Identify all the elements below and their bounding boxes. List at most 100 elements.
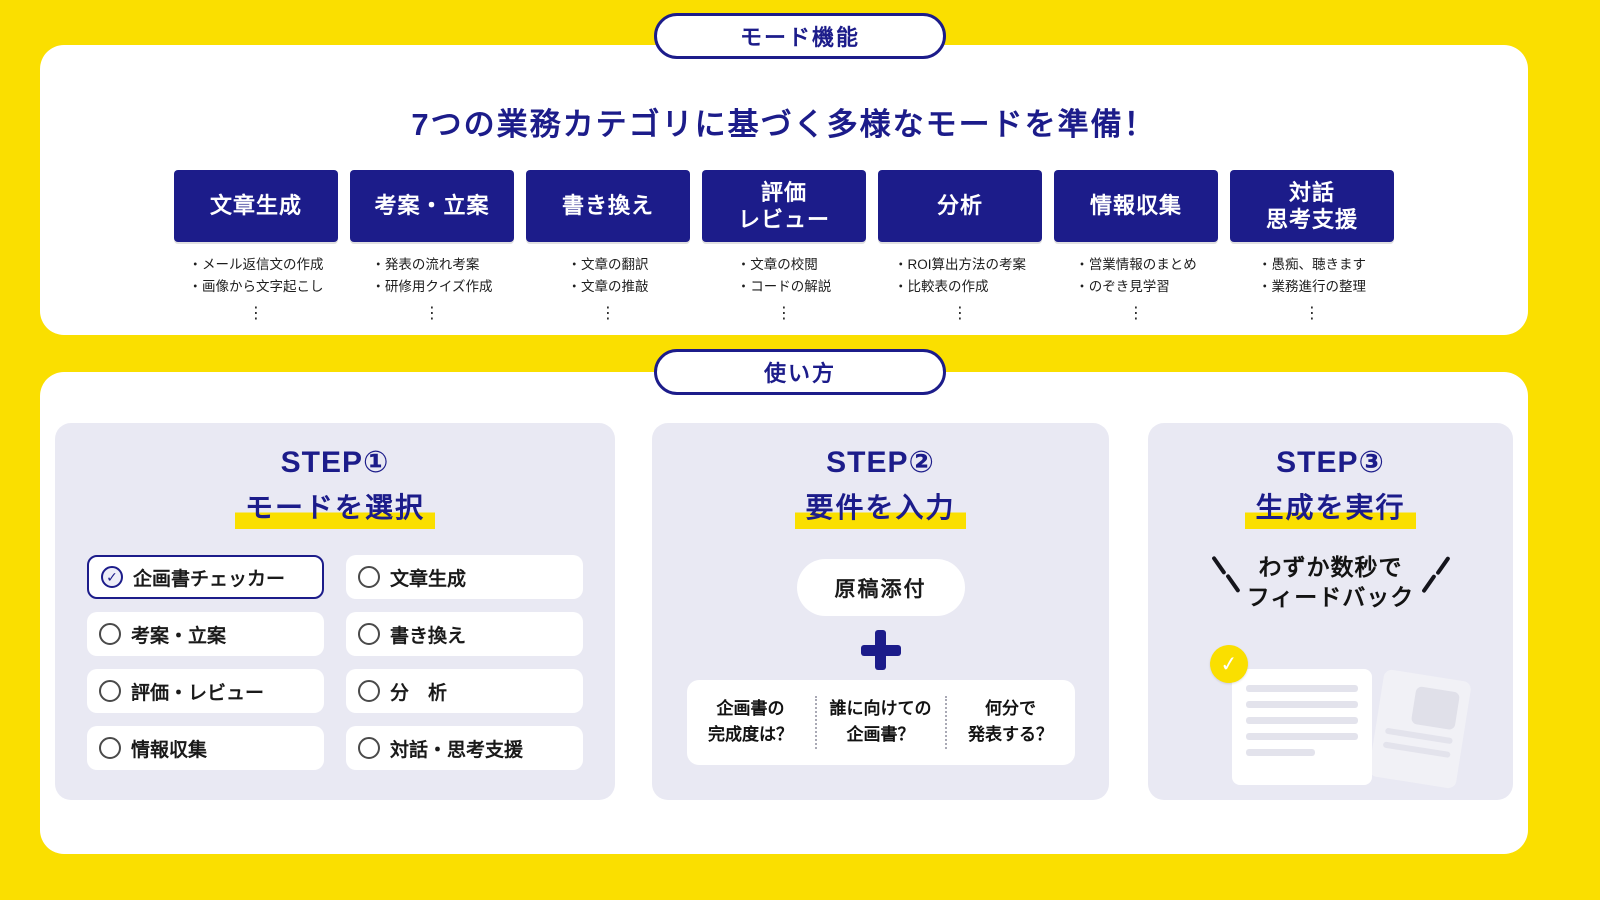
mode-examples: ・メール返信文の作成 ・画像から文字起こし xyxy=(189,254,324,299)
speed-callout-line2: フィードバック xyxy=(1246,583,1415,610)
mode-example-item: ・比較表の作成 xyxy=(893,279,989,295)
mode-column-research: 情報収集 ・営業情報のまとめ ・のぞき見学習 ⋮ xyxy=(1054,170,1218,323)
mode-option-label: 企画書チェッカー xyxy=(133,568,286,590)
document-text-line xyxy=(1246,732,1358,740)
mode-buttons-row: 文章生成 ・メール返信文の作成 ・画像から文字起こし ⋮ 考案・立案 ・発表の流… xyxy=(40,170,1528,323)
mode-column-text-generation: 文章生成 ・メール返信文の作成 ・画像から文字起こし ⋮ xyxy=(174,170,338,323)
mode-example-item: ・画像から文字起こし xyxy=(188,279,324,295)
document-text-line xyxy=(1246,748,1316,756)
speed-callout: わずか数秒で フィードバック xyxy=(1211,553,1450,613)
mode-option-label: 考案・立案 xyxy=(131,625,227,647)
mode-button-text-generation[interactable]: 文章生成 xyxy=(174,170,338,242)
emphasis-slash-icon xyxy=(1435,555,1450,576)
mode-option-research[interactable]: 情報収集 xyxy=(87,726,324,770)
mode-examples: ・愚痴、聴きます ・業務進行の整理 xyxy=(1258,254,1366,299)
document-text-line xyxy=(1246,684,1358,692)
mode-option-rewrite[interactable]: 書き換え xyxy=(346,612,583,656)
mode-example-item: ・愚痴、聴きます xyxy=(1258,257,1366,272)
mode-option-label: 分 析 xyxy=(390,682,448,704)
mode-button-review[interactable]: 評価 レビュー xyxy=(702,170,866,242)
mode-column-analysis: 分析 ・ROI算出方法の考案 ・比較表の作成 ⋮ xyxy=(878,170,1042,323)
document-text-line xyxy=(1384,727,1453,744)
mode-option-list: ✓ 企画書チェッカー 考案・立案 評価・レビュー 情報収集 xyxy=(55,555,615,770)
step3-subtitle-wrap: 生成を実行 xyxy=(1148,486,1513,529)
emphasis-slash-icon xyxy=(1211,555,1226,576)
mode-example-item: ・発表の流れ考案 xyxy=(371,257,480,272)
document-text-line xyxy=(1382,741,1451,758)
step2-card: STEP② 要件を入力 原稿添付 企画書の 完成度は？ 誰に向けての 企画書？ … xyxy=(652,423,1109,800)
mode-column-review: 評価 レビュー ・文章の校閲 ・コードの解説 ⋮ xyxy=(702,170,866,323)
document-image-placeholder xyxy=(1410,685,1461,731)
mode-option-proposal-checker[interactable]: ✓ 企画書チェッカー xyxy=(87,555,324,599)
mode-option-label: 文章生成 xyxy=(390,568,467,590)
mode-option-label: 書き換え xyxy=(390,625,467,647)
document-text-line xyxy=(1246,700,1358,708)
mode-button-dialogue[interactable]: 対話 思考支援 xyxy=(1230,170,1394,242)
step2-title: STEP② xyxy=(826,446,935,479)
mode-option-analysis[interactable]: 分 析 xyxy=(346,669,583,713)
step1-subtitle-wrap: モードを選択 xyxy=(55,486,615,529)
radio-unchecked-icon xyxy=(358,737,380,759)
mode-example-item: ・文章の翻訳 xyxy=(567,257,649,272)
step1-subtitle: モードを選択 xyxy=(234,486,435,529)
mode-option-text-generation[interactable]: 文章生成 xyxy=(346,555,583,599)
requirement-question: 誰に向けての 企画書？ xyxy=(814,696,945,749)
ellipsis-icon: ⋮ xyxy=(248,304,264,322)
mode-example-item: ・文章の推敲 xyxy=(567,279,649,295)
requirement-question: 何分で 発表する？ xyxy=(944,696,1075,749)
radio-unchecked-icon xyxy=(99,623,121,645)
radio-unchecked-icon xyxy=(99,737,121,759)
ellipsis-icon: ⋮ xyxy=(424,304,440,322)
mode-section: 7つの業務カテゴリに基づく多様なモードを準備！ 文章生成 ・メール返信文の作成 … xyxy=(40,45,1528,335)
mode-button-analysis[interactable]: 分析 xyxy=(878,170,1042,242)
mode-option-label: 情報収集 xyxy=(131,739,208,761)
requirements-box: 企画書の 完成度は？ 誰に向けての 企画書？ 何分で 発表する？ xyxy=(686,680,1075,765)
mode-examples: ・文章の校閲 ・コードの解説 xyxy=(737,254,832,299)
mode-example-item: ・文章の校閲 xyxy=(736,257,818,272)
mode-option-column-right: 文章生成 書き換え 分 析 対話・思考支援 xyxy=(346,555,583,770)
mode-examples: ・ROI算出方法の考案 ・比較表の作成 xyxy=(894,254,1026,299)
ellipsis-icon: ⋮ xyxy=(776,304,792,322)
mode-button-ideation[interactable]: 考案・立案 xyxy=(350,170,514,242)
mode-section-title: 7つの業務カテゴリに基づく多様なモードを準備！ xyxy=(411,107,1157,142)
mode-option-review[interactable]: 評価・レビュー xyxy=(87,669,324,713)
mode-example-item: ・業務進行の整理 xyxy=(1258,279,1366,295)
mode-column-rewrite: 書き換え ・文章の翻訳 ・文章の推敲 ⋮ xyxy=(526,170,690,323)
radio-unchecked-icon xyxy=(358,566,380,588)
attachment-pill[interactable]: 原稿添付 xyxy=(796,559,965,616)
requirement-question: 企画書の 完成度は？ xyxy=(708,699,793,745)
mode-example-item: ・営業情報のまとめ xyxy=(1075,257,1197,272)
step1-card: STEP① モードを選択 ✓ 企画書チェッカー 考案・立案 評価 xyxy=(55,423,615,800)
plus-icon xyxy=(860,630,901,670)
document-page-back xyxy=(1368,668,1472,789)
step3-subtitle: 生成を実行 xyxy=(1245,486,1416,529)
mode-example-item: ・メール返信文の作成 xyxy=(188,257,324,272)
usage-section-badge: 使い方 xyxy=(654,349,946,395)
mode-column-ideation: 考案・立案 ・発表の流れ考案 ・研修用クイズ作成 ⋮ xyxy=(350,170,514,323)
usage-section: STEP① モードを選択 ✓ 企画書チェッカー 考案・立案 評価 xyxy=(40,372,1528,854)
radio-unchecked-icon xyxy=(358,623,380,645)
step2-subtitle: 要件を入力 xyxy=(795,486,966,529)
ellipsis-icon: ⋮ xyxy=(952,304,968,322)
mode-option-column-left: ✓ 企画書チェッカー 考案・立案 評価・レビュー 情報収集 xyxy=(87,555,324,770)
mode-button-research[interactable]: 情報収集 xyxy=(1054,170,1218,242)
mode-example-item: ・研修用クイズ作成 xyxy=(371,279,493,295)
mode-option-label: 評価・レビュー xyxy=(131,682,265,704)
radio-checked-icon: ✓ xyxy=(101,566,123,588)
mode-option-dialogue[interactable]: 対話・思考支援 xyxy=(346,726,583,770)
document-page-front xyxy=(1232,668,1372,785)
step1-title: STEP① xyxy=(280,446,390,479)
document-text-line xyxy=(1246,716,1358,724)
mode-button-rewrite[interactable]: 書き換え xyxy=(526,170,690,242)
mode-example-item: ・コードの解説 xyxy=(736,279,832,295)
emphasis-slash-icon xyxy=(1225,573,1240,594)
radio-unchecked-icon xyxy=(358,680,380,702)
step3-card: STEP③ 生成を実行 わずか数秒で フィードバック xyxy=(1148,423,1513,800)
step3-title: STEP③ xyxy=(1276,446,1385,479)
ellipsis-icon: ⋮ xyxy=(600,304,616,322)
mode-section-badge: モード機能 xyxy=(654,13,946,59)
mode-option-ideation[interactable]: 考案・立案 xyxy=(87,612,324,656)
ellipsis-icon: ⋮ xyxy=(1304,304,1320,322)
mode-examples: ・営業情報のまとめ ・のぞき見学習 xyxy=(1075,254,1197,299)
feedback-document-illustration: ✓ xyxy=(1148,627,1513,807)
